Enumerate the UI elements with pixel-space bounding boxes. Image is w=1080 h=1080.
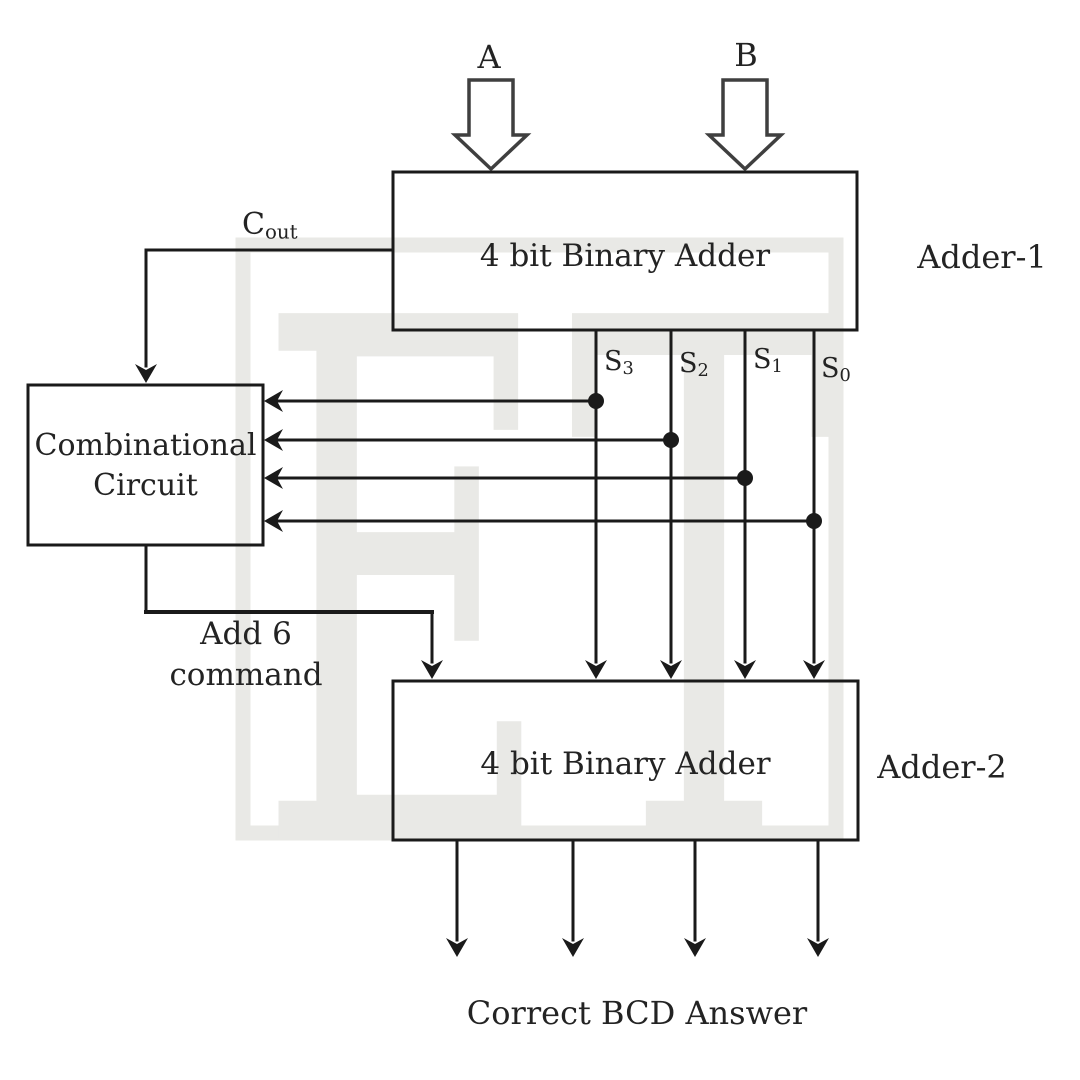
output1-arrowhead-icon [446, 938, 468, 957]
input-b-label: B [734, 36, 758, 74]
s0-label-base: S [821, 353, 840, 384]
adder2-title: 4 bit Binary Adder [480, 746, 771, 782]
s1-label: S1 [753, 345, 783, 377]
s3-junction-dot [588, 393, 604, 409]
cout-label-base: C [242, 207, 265, 242]
add6-command-label-line2: command [169, 656, 323, 693]
s0-into-adder2-arrowhead-icon [803, 660, 825, 679]
s0-label-subscript: 0 [839, 364, 851, 386]
cout-wire [144, 248, 395, 368]
input-a-label: A [477, 38, 501, 76]
cout-arrowhead-icon [135, 364, 157, 383]
s2-label-base: S [679, 348, 698, 379]
watermark-frame [235, 237, 844, 841]
input-b-block-arrow-icon [704, 78, 786, 172]
combinational-circuit-title-line2: Circuit [93, 467, 198, 503]
s0-tap-arrowhead-icon [264, 510, 283, 532]
adder1-side-label: Adder-1 [917, 238, 1047, 276]
s0-label: S0 [821, 354, 851, 386]
s3-label: S3 [604, 347, 634, 379]
s1-label-subscript: 1 [771, 355, 783, 377]
watermark-letter-e: E [256, 170, 554, 1008]
watermark-letter-t: T [568, 170, 842, 1008]
adder1-title: 4 bit Binary Adder [479, 238, 771, 274]
s2-junction-dot [663, 432, 679, 448]
combinational-circuit-title: Combinational Circuit [28, 426, 263, 505]
s1-tap-arrowhead-icon [264, 467, 283, 489]
s3-tap-arrowhead-icon [264, 390, 283, 412]
s1-junction-dot [737, 470, 753, 486]
s1-into-adder2-arrowhead-icon [734, 660, 756, 679]
output4-arrowhead-icon [807, 938, 829, 957]
adder2-side-label: Adder-2 [877, 748, 1007, 786]
s2-into-adder2-arrowhead-icon [660, 660, 682, 679]
cout-label-subscript: out [264, 220, 298, 244]
input-block-arrow-group [450, 78, 786, 172]
input-a-block-arrow-icon [450, 78, 532, 172]
combinational-circuit-title-line1: Combinational [34, 428, 257, 463]
s2-label: S2 [679, 349, 709, 381]
s3-into-adder2-arrowhead-icon [585, 660, 607, 679]
wire-group [26, 170, 860, 942]
s2-label-subscript: 2 [697, 359, 709, 381]
add6-arrowhead-icon [421, 660, 443, 679]
add6-command-label: Add 6 command [169, 614, 322, 696]
adder2-box [391, 679, 860, 842]
s1-label-base: S [753, 344, 772, 375]
cout-label: Cout [242, 208, 298, 243]
arrowhead-group [135, 364, 829, 957]
output2-arrowhead-icon [562, 938, 584, 957]
add6-command-label-line1: Add 6 [200, 616, 292, 652]
s3-label-base: S [604, 346, 623, 377]
s0-junction-dot [806, 513, 822, 529]
s3-label-subscript: 3 [622, 357, 634, 379]
output-caption: Correct BCD Answer [466, 994, 808, 1032]
s2-tap-arrowhead-icon [264, 429, 283, 451]
output3-arrowhead-icon [684, 938, 706, 957]
